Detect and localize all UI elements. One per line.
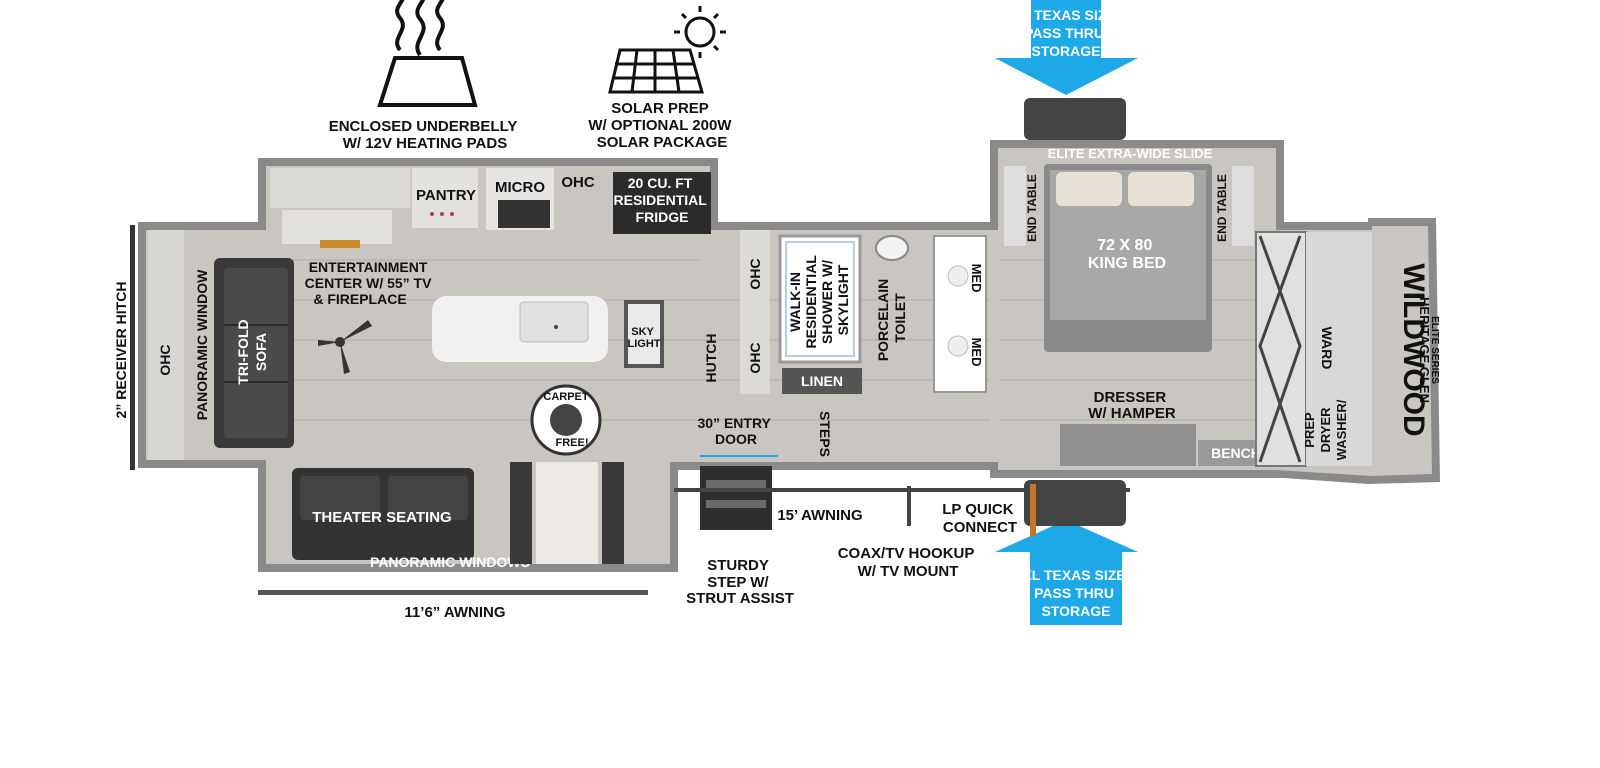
entry-door-label: 30” ENTRY DOOR [697,415,774,447]
kitchen-ohc-label: OHC [561,174,595,191]
skylight-label: SKY LIGHT [628,326,661,350]
med-top-label: MED [969,264,984,293]
svg-text:72 X 80 KING BED: 72 X 80 KING BED [1088,237,1166,272]
sink-drain [554,325,558,329]
micro-label: MICRO [495,179,545,196]
svg-text:ELITE SERIES: ELITE SERIES [1429,316,1440,384]
svg-text:DRYER: DRYER [1318,407,1333,453]
svg-text:TRI-FOLD: TRI-FOLD [235,319,251,384]
hitch-line [130,225,135,470]
svg-text:FREE!: FREE! [556,437,589,449]
entry-step [700,466,772,530]
fireplace-glow [320,240,360,248]
residential-fridge [613,172,711,234]
svg-text:XL TEXAS SIZE PASS THRU: XL TEXAS SIZE PASS THRU STORAGE [1022,567,1129,619]
entertainment-center [282,210,392,244]
dresser: DRESSER W/ HAMPER [1060,389,1196,466]
pantry-label: PANTRY [416,187,476,204]
ward-label: WARD [1319,327,1335,370]
solar-label: SOLAR PREP W/ OPTIONAL 200W SOLAR PACKAG… [588,100,735,151]
slide-label: ELITE EXTRA-WIDE SLIDE [1048,146,1213,161]
svg-text:HERITAGE GLEN: HERITAGE GLEN [1417,297,1432,403]
awning-main [258,590,648,595]
island-sink [519,301,589,343]
ohc-hutch-bottom-label: OHC [747,342,763,373]
carpet-free-badge: CARPET FREE! [530,384,602,456]
hutch-cabinet [740,230,770,394]
end-table-right-label: END TABLE [1215,174,1229,242]
linen-label: LINEN [801,373,843,389]
svg-text:CARPET: CARPET [543,391,589,403]
ohc-hutch-top-label: OHC [747,258,763,289]
svg-text:PREP: PREP [1302,412,1317,448]
end-table-right [1232,166,1254,246]
sturdy-step-label: STURDY STEP W/ STRUT ASSIST [686,557,794,607]
storage-arrow-top: XL TEXAS SIZE PASS THRU STORAGE [995,0,1138,95]
kitchen-upper-counter [270,168,410,208]
awning-entry-label: 15’ AWNING [777,507,862,524]
awning-main-label: 11’6” AWNING [404,604,505,621]
coax-label: COAX/TV HOOKUP W/ TV MOUNT [838,545,979,580]
pantry [412,168,478,228]
theater-seating: THEATER SEATING [292,468,474,560]
bench-label: BENCH [1211,445,1261,461]
solar-panel-icon [608,6,726,94]
storage-compartment-bottom [1024,480,1126,526]
panoramic-window-label: PANORAMIC WINDOW [194,269,210,420]
med-bottom-label: MED [969,338,984,367]
linen-cabinet [782,368,862,394]
svg-text:WILDWOOD: WILDWOOD [1397,263,1430,436]
front-ohc-cabinet [148,230,184,460]
bathroom-vanity [933,235,987,393]
svg-text:THEATER SEATING: THEATER SEATING [312,509,451,526]
svg-text:SOFA: SOFA [253,333,269,371]
ceiling-fan-icon [318,320,372,374]
entertainment-label: ENTERTAINMENT CENTER W/ 55” TV & FIREPLA… [305,259,436,307]
porcelain-toilet: PORCELAIN TOILET [875,235,909,361]
dinette [510,462,624,564]
end-table-left [1004,166,1026,246]
svg-text:DRESSER W/ HAMPER: DRESSER W/ HAMPER [1088,389,1176,422]
wardrobe [1255,231,1372,467]
svg-text:WASHER/: WASHER/ [1334,399,1349,460]
svg-text:WALK-IN RESIDENTIAL: WALK-IN RESIDENTIAL SHOWER W/ SKYLIGHT [787,252,851,349]
storage-compartment-top [1024,98,1126,140]
pantry-knobs [430,212,454,216]
panoramic-windows-label: PANORAMIC WINDOWS [370,554,530,570]
lp-label: LP QUICK CONNECT [942,501,1018,536]
svg-text:PORCELAIN TOILET: PORCELAIN TOILET [875,275,908,361]
king-bed: 72 X 80 KING BED [1044,164,1212,352]
fridge-label: 20 CU. FT RESIDENTIAL FRIDGE [614,175,711,225]
coax-post [907,486,911,526]
svg-text:XL TEXAS SIZE PASS THRU: XL TEXAS SIZE PASS THRU STORAGE [1012,7,1119,59]
storage-arrow-bottom: XL TEXAS SIZE PASS THRU STORAGE [995,520,1138,625]
awning-entry [674,488,1130,492]
walk-in-shower: WALK-IN RESIDENTIAL SHOWER W/ SKYLIGHT [778,234,862,364]
steps-label: STEPS [817,411,833,457]
tri-fold-sofa: TRI-FOLD SOFA [214,258,294,448]
brand-logo: WILDWOOD HERITAGE GLEN ELITE SERIES [1397,263,1440,436]
cooktop [498,200,550,228]
lp-connector [1030,484,1036,536]
receiver-hitch-label: 2” RECEIVER HITCH [113,282,129,419]
end-table-left-label: END TABLE [1025,174,1039,242]
hutch-label: HUTCH [703,334,719,383]
underbelly-label: ENCLOSED UNDERBELLY W/ 12V HEATING PADS [329,118,522,152]
front-ohc-label: OHC [157,344,173,375]
heat-icon [377,0,478,107]
